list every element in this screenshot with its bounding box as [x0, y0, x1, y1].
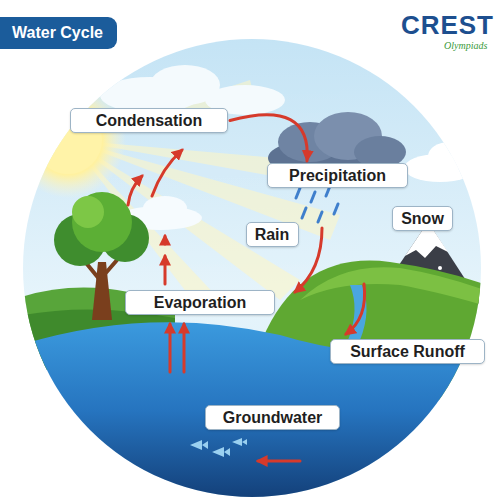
- stage-label: Surface Runoff: [350, 343, 465, 361]
- groundwater-arrow: [258, 460, 300, 463]
- stage-label: Condensation: [96, 112, 203, 130]
- stage-label: Snow: [401, 210, 444, 228]
- snowflake: [438, 266, 442, 270]
- label-box: Condensation: [70, 108, 228, 133]
- label-box: Evaporation: [125, 290, 275, 315]
- stage-label: Precipitation: [289, 167, 386, 185]
- evaporation-arrow: [128, 176, 142, 205]
- title-tab: Water Cycle: [0, 17, 117, 49]
- cloud-part: [428, 142, 472, 170]
- label-box: Rain: [246, 222, 299, 247]
- stage-label: Evaporation: [154, 294, 246, 312]
- hill-highlight: [300, 267, 500, 310]
- stage-label: Groundwater: [223, 409, 323, 427]
- cycle-arrow: [230, 115, 307, 161]
- cloud-part: [143, 196, 187, 220]
- fish-shape: [190, 440, 208, 450]
- evaporation-arrow: [152, 150, 182, 196]
- raindrop: [318, 212, 322, 222]
- raindrop: [296, 188, 300, 198]
- lake: [0, 322, 500, 500]
- evaporation-arrow: [169, 324, 172, 372]
- logo-text: CREST: [401, 10, 494, 41]
- fish-shape: [232, 438, 247, 446]
- tree-canopy: [72, 192, 132, 252]
- evaporation-arrow: [164, 236, 167, 244]
- evaporation-arrow: [164, 256, 167, 284]
- snow-cloud: [404, 142, 476, 182]
- stage-label: Rain: [255, 226, 290, 244]
- fish: [190, 438, 247, 457]
- label-box: Precipitation: [267, 163, 408, 188]
- raindrop: [334, 204, 338, 214]
- evaporation-arrow: [183, 324, 186, 372]
- fish-shape: [212, 447, 230, 457]
- sun-rays: [70, 80, 340, 310]
- label-box: Groundwater: [205, 405, 340, 430]
- logo-subtext: Olympiads: [444, 40, 487, 51]
- diagram-title: Water Cycle: [12, 24, 103, 42]
- label-box: Surface Runoff: [330, 339, 485, 364]
- tree-canopy: [72, 196, 104, 228]
- runoff-arrow: [346, 284, 365, 334]
- rain-arrow: [295, 228, 322, 292]
- label-box: Snow: [392, 206, 453, 231]
- raindrop: [311, 192, 315, 202]
- raindrops: [296, 186, 338, 222]
- raindrop: [302, 208, 306, 218]
